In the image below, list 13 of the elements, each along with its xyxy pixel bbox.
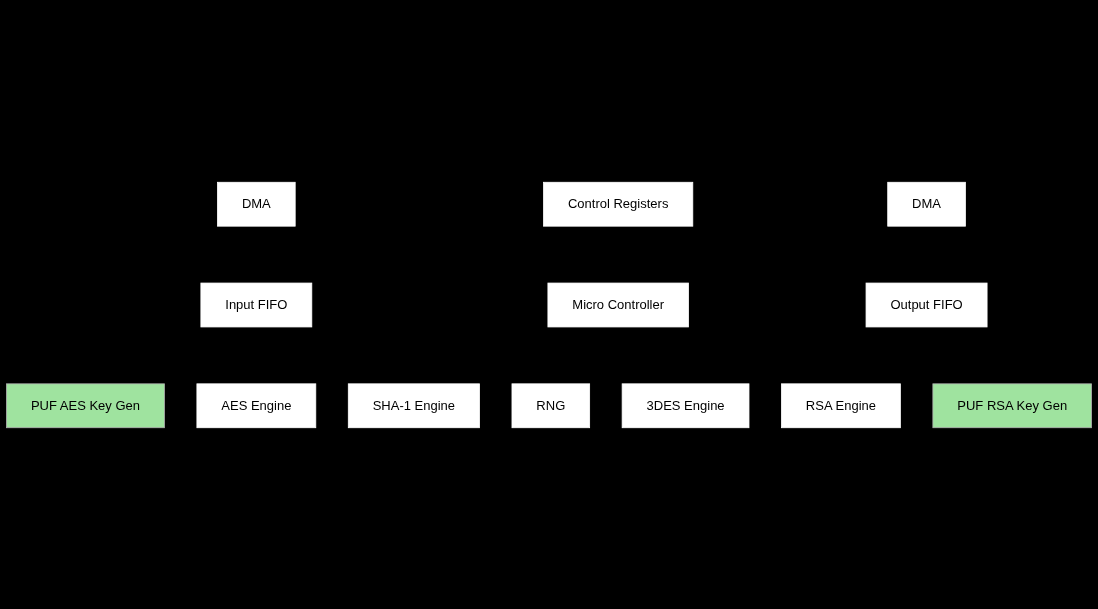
node-box: AES Engine: [196, 382, 317, 428]
node-box: 3DES Engine: [621, 382, 750, 428]
node-box: RSA Engine: [781, 382, 901, 428]
node-box: Control Registers: [543, 181, 694, 227]
node-box: PUF AES Key Gen: [6, 382, 165, 428]
node-box: Input FIFO: [200, 282, 313, 327]
node-box: Micro Controller: [547, 282, 689, 327]
node-box: DMA: [887, 181, 966, 227]
node-box: Output FIFO: [865, 282, 988, 327]
node-box: DMA: [217, 181, 296, 227]
node-box: RNG: [511, 382, 591, 428]
node-box: SHA-1 Engine: [347, 382, 480, 428]
node-box: PUF RSA Key Gen: [932, 382, 1092, 428]
